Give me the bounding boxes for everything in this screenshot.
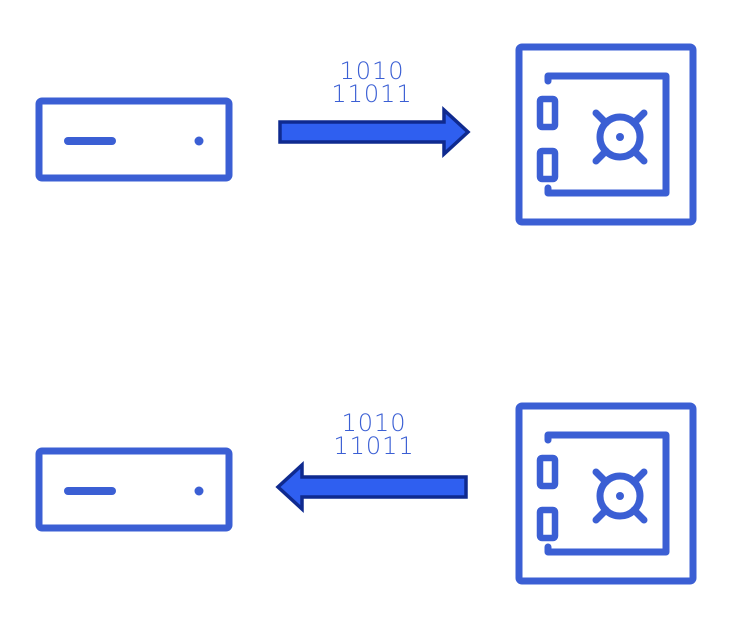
vault-safe-icon <box>515 43 697 226</box>
binary-line-2: 11011 <box>331 80 413 108</box>
row-restore: 1010 11011 <box>0 313 752 626</box>
binary-data-label: 1010 11011 <box>322 57 422 108</box>
row-backup: 1010 11011 <box>35 43 697 226</box>
binary-line-2: 11011 <box>333 432 415 460</box>
binary-data-label: 1010 11011 <box>324 409 424 460</box>
arrow-right-icon <box>278 106 471 158</box>
server-icon <box>35 447 233 532</box>
arrow-left-icon <box>275 461 468 513</box>
vault-safe-icon <box>515 402 697 585</box>
binary-line-1: 1010 <box>339 57 405 85</box>
server-icon <box>35 97 233 182</box>
binary-line-1: 1010 <box>341 409 407 437</box>
